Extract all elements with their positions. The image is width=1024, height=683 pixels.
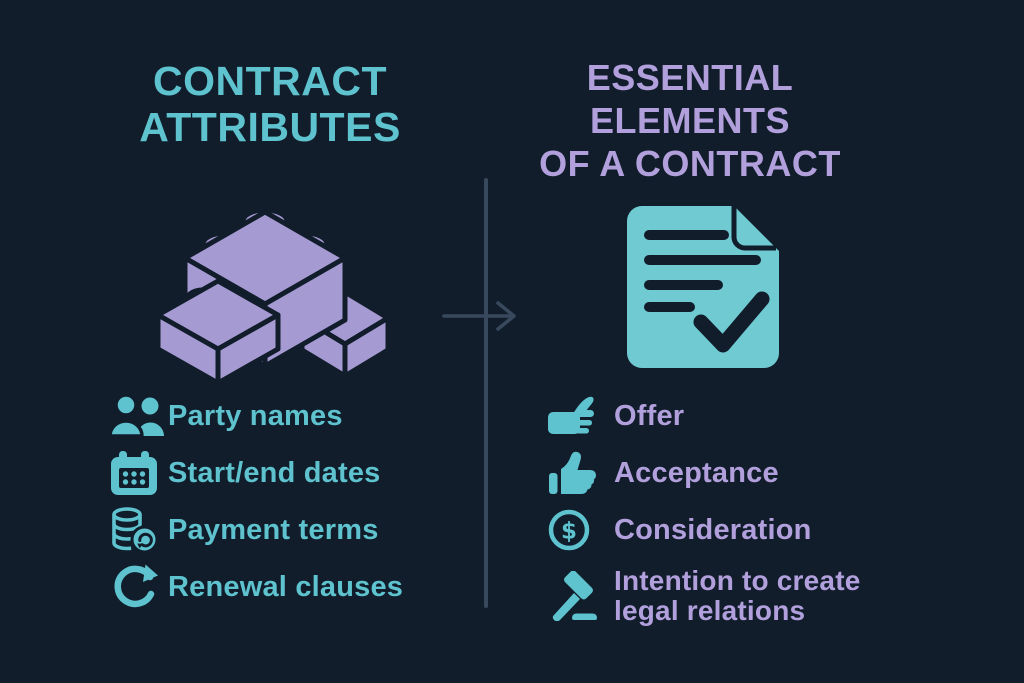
list-item: Offer <box>548 394 910 438</box>
left-title: CONTRACT ATTRIBUTES <box>58 58 482 150</box>
list-item-label: Start/end dates <box>168 456 381 489</box>
dollar-circle-icon: $ <box>548 509 614 551</box>
gavel-icon <box>548 571 614 621</box>
list-item: $ Consideration <box>548 508 910 552</box>
right-title-line3: OF A CONTRACT <box>539 143 841 184</box>
list-item: Payment terms <box>110 507 403 553</box>
arrow-right-icon <box>442 299 526 333</box>
list-item: Start/end dates <box>110 451 403 495</box>
coins-icon <box>110 507 168 553</box>
left-title-line1: CONTRACT <box>152 58 388 104</box>
list-item: Acceptance <box>548 451 910 495</box>
document-check-icon <box>627 206 779 368</box>
right-item-list: Offer Acceptance $ Consideration <box>548 394 910 627</box>
offer-hand-icon <box>548 394 614 438</box>
left-title-line2: ATTRIBUTES <box>139 104 401 150</box>
renewal-arrow-icon <box>110 563 168 611</box>
list-item-label: Intention to create legal relations <box>614 565 861 626</box>
list-item-label: Party names <box>168 399 343 432</box>
right-title-line2: ELEMENTS <box>589 100 790 141</box>
calendar-icon <box>110 451 168 495</box>
svg-text:$: $ <box>561 519 577 545</box>
list-item: Renewal clauses <box>110 563 404 611</box>
people-icon <box>110 394 168 438</box>
list-item-label: Renewal clauses <box>168 570 404 603</box>
list-item-label: Offer <box>614 399 685 432</box>
list-item-label: Acceptance <box>614 456 779 489</box>
right-title-line1: ESSENTIAL <box>586 57 794 98</box>
list-item-label: Payment terms <box>168 513 379 546</box>
thumbs-up-icon <box>548 449 614 497</box>
list-item-label: Consideration <box>614 513 812 546</box>
list-item: Intention to create legal relations <box>548 565 910 627</box>
lego-bricks-icon <box>140 170 392 388</box>
divider-line <box>484 178 488 608</box>
left-item-list: Party names Start/end dates <box>110 394 403 609</box>
list-item: Party names <box>110 394 403 438</box>
right-title: ESSENTIAL ELEMENTS OF A CONTRACT <box>494 56 886 185</box>
